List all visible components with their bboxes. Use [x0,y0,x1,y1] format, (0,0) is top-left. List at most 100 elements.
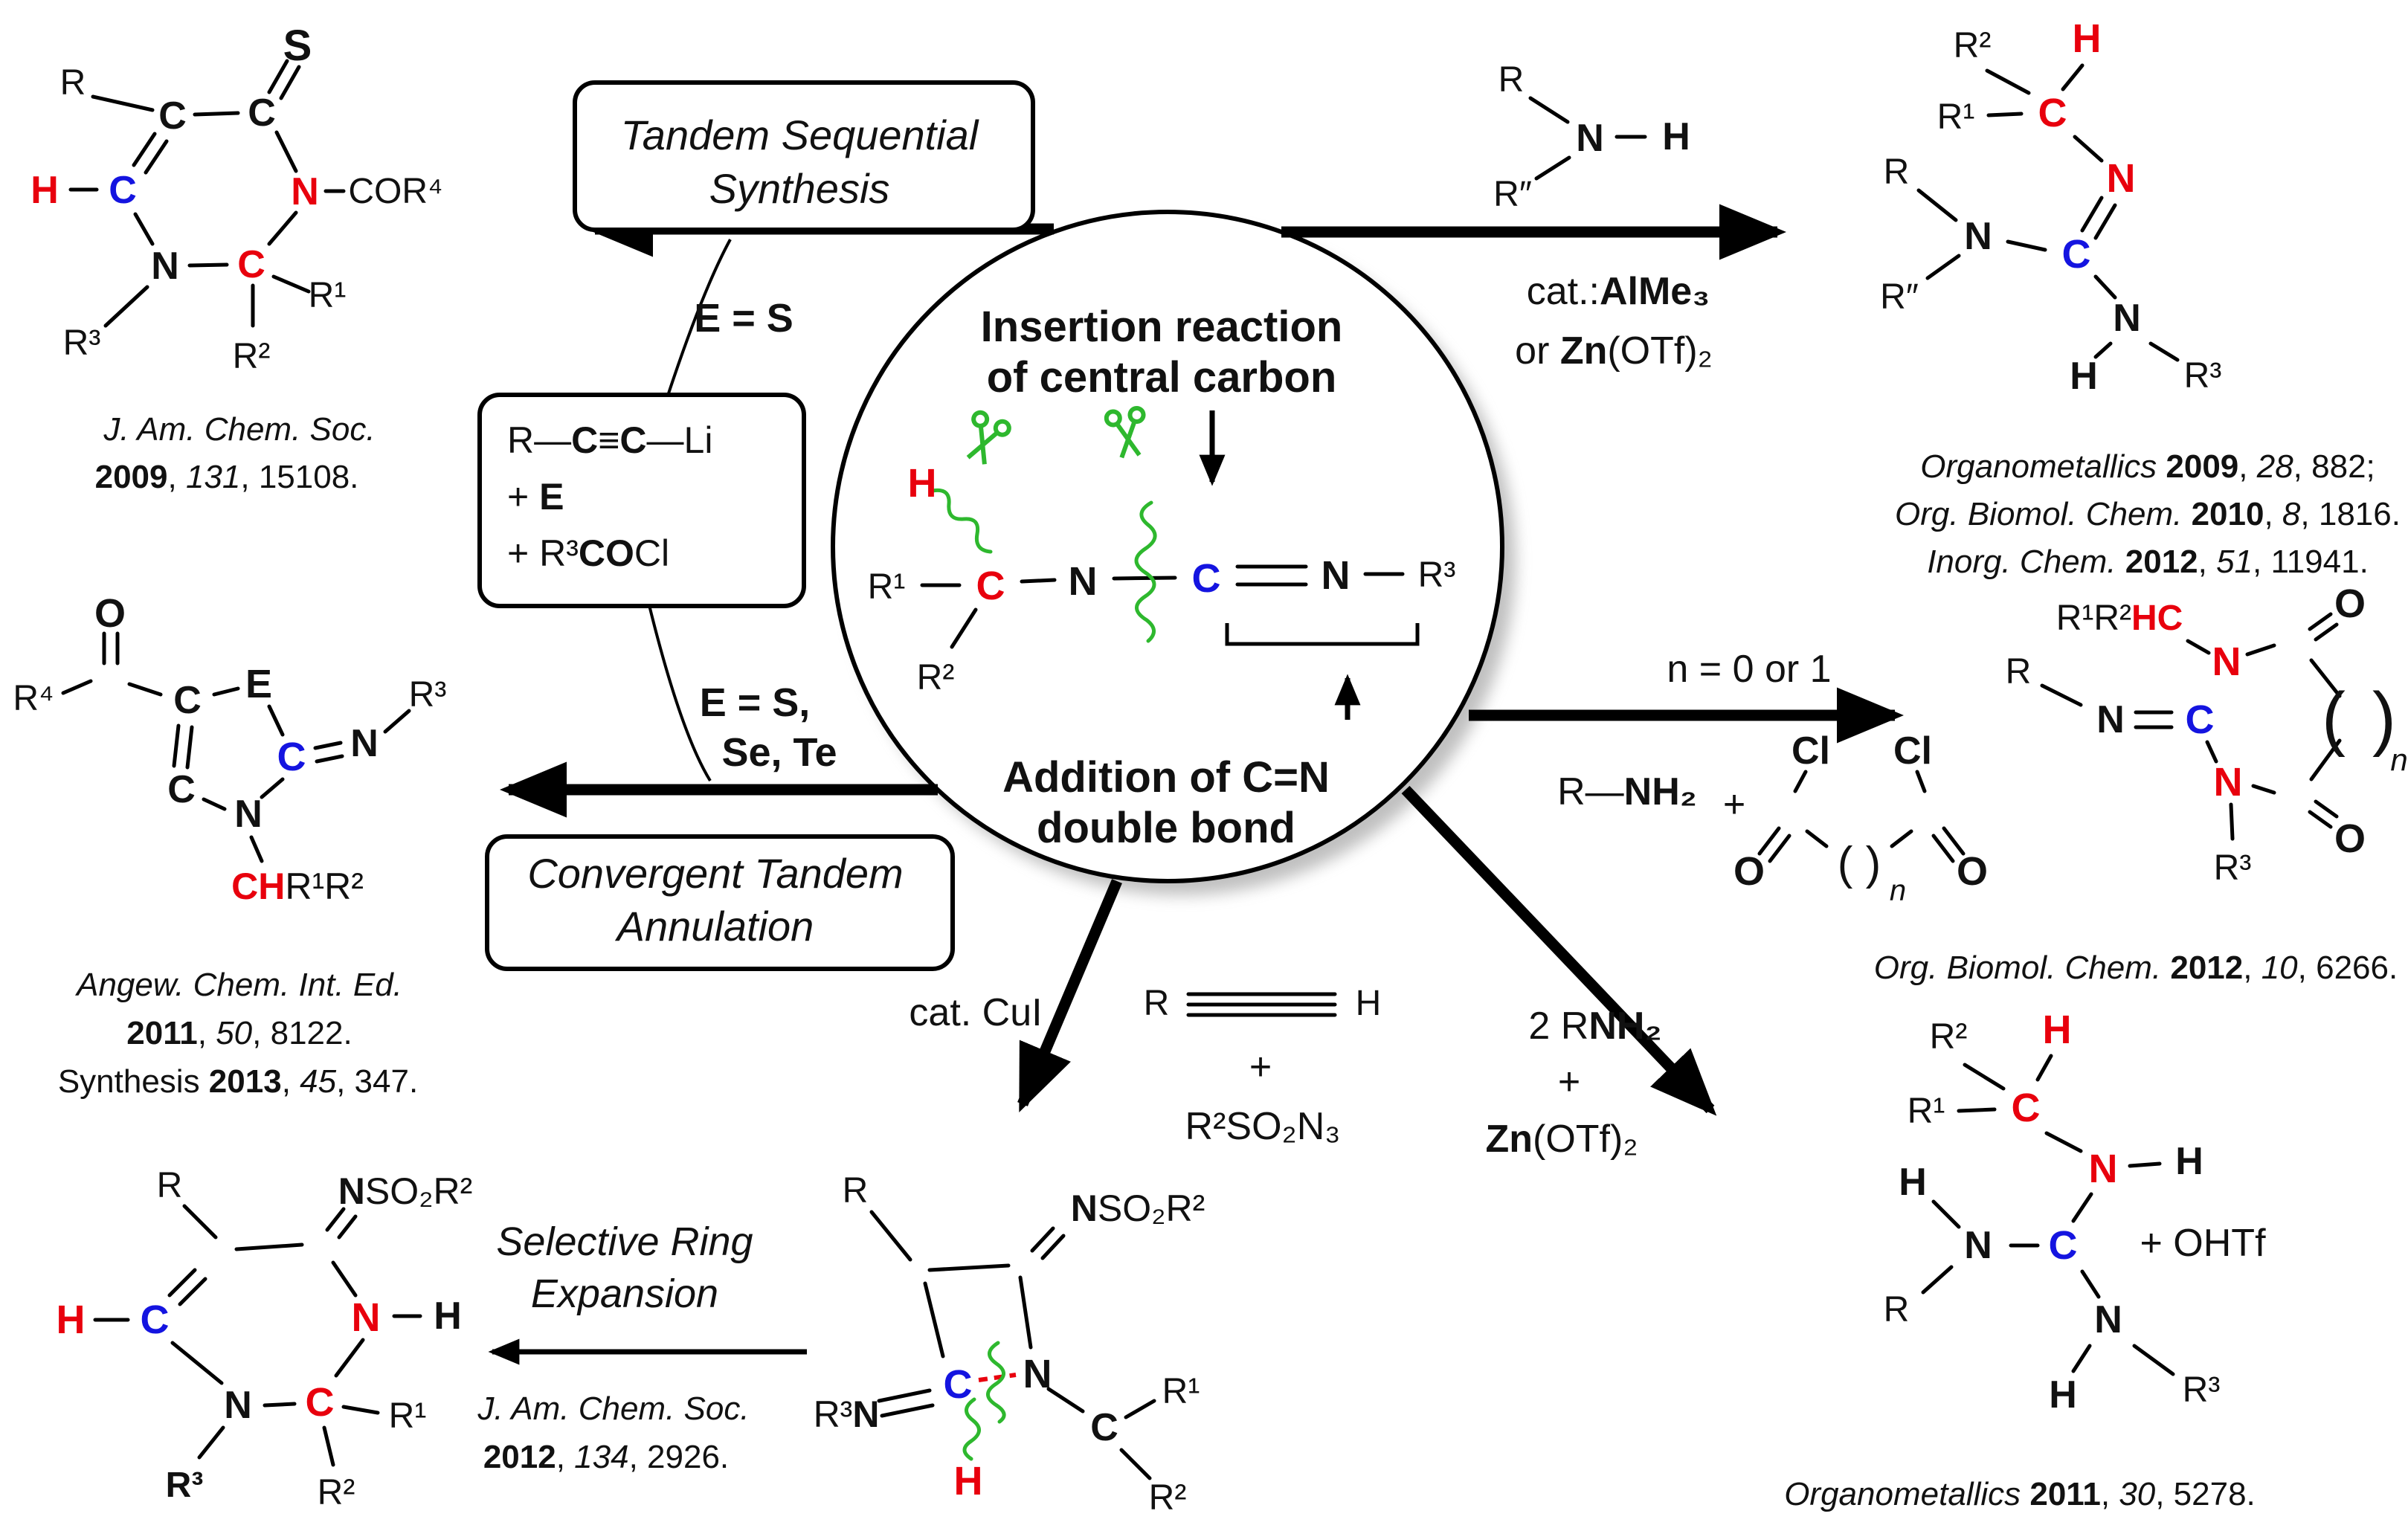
i-n-top: N [2212,639,2241,684]
e-r2: R² [1148,1478,1187,1518]
a-c-blue: C [109,169,137,212]
h-plus: + [1722,783,1746,826]
j-n-left: N [1964,1224,1992,1267]
cat-znotf2: or Zn(OTf)₂ [1515,329,1713,373]
j-h4: H [2049,1373,2077,1416]
c-e: E [245,662,273,706]
j-h3: H [1899,1161,1927,1204]
amine-rpp: R″ [1493,175,1532,214]
central-h: H [907,461,937,506]
r2so2n3: R²SO₂N₃ [1185,1105,1341,1148]
i-o2: O [2334,816,2366,861]
tandem-box-line1: Tandem Sequential [620,112,979,158]
central-n2: N [1321,553,1351,598]
central-c-blue: C [1191,556,1221,601]
n-0-or-1: n = 0 or 1 [1667,648,1832,691]
i-paren-l: ( [2322,678,2346,758]
a-n-red: N [291,170,319,213]
g-c-blue: C [2061,232,2091,277]
j-h1: H [2042,1008,2072,1052]
sre-ref-line2: 2012, 134, 2926. [483,1439,730,1475]
e-c-blue: C [943,1362,973,1407]
j-znotf2: Zn(OTf)₂ [1485,1118,1638,1161]
i-n-bottom: N [2213,760,2243,805]
j-ohtf: + OHTf [2140,1222,2266,1265]
i-o1: O [2334,581,2366,626]
circle-caption-line1: Addition of C=N [1002,753,1330,802]
d-r1: R¹ [388,1396,427,1436]
g-ref-line1: Organometallics 2009, 28, 882; [1920,448,2375,485]
a-cor4: COR⁴ [348,172,443,211]
j-n-red: N [2088,1147,2118,1191]
g-ref-line2: Org. Biomol. Chem. 2010, 8, 1816. [1895,496,2401,532]
c-n-exo: N [350,722,379,765]
g-r2: R² [1953,26,1992,65]
d-r: R [156,1166,183,1205]
arrow-to-azetidine [1017,879,1122,1113]
sel-ring-line1: Selective Ring [496,1219,753,1264]
d-nso2r2: NSO₂R² [338,1170,473,1212]
i-r: R [2005,652,2032,692]
structure-e-bonds [869,1210,1156,1480]
structure-g-bonds [1916,63,2180,362]
convergent-tandem-annulation-box [485,834,955,971]
g-n-red: N [2106,156,2136,201]
c-chr1r2: CHR¹R² [231,866,364,907]
j-r1: R¹ [1907,1092,1945,1131]
h-rnh2: R—NH₂ [1557,770,1697,813]
convergent-box-line1: Convergent Tandem [527,850,904,897]
h-o1: O [1733,849,1765,894]
a-s: S [283,22,312,70]
d-n2: N [224,1384,252,1427]
amine-bonds [1528,96,1647,181]
j-plus: + [1557,1060,1581,1103]
a-ref-line1: J. Am. Chem. Soc. [103,411,376,448]
tandem-sequential-synthesis-box [573,80,1035,232]
c-ref-line2: 2011, 50, 8122. [126,1015,352,1051]
c-c1: C [173,679,202,722]
a-h: H [30,169,59,212]
d-n-red: N [351,1295,381,1340]
d-c2: C [305,1380,335,1425]
arrow-to-guanidinium [1401,785,1717,1116]
central-r1: R¹ [867,567,906,607]
i-paren-r: ) [2372,678,2396,758]
g-r: R [1883,152,1910,192]
structure-c-bonds [61,631,411,863]
amine-n: N [1576,117,1604,160]
i-r3: R³ [2213,848,2252,888]
a-c2: C [248,91,276,135]
h-paren: ( ) [1837,838,1881,889]
squiggle-new-ch-bond [962,1397,981,1461]
sel-ring-line2: Expansion [530,1271,719,1316]
d-c-blue: C [140,1298,170,1342]
i-chain: R¹R²HC [2056,599,2183,638]
c-o: O [94,591,126,636]
alkyne-bonds [1186,992,1337,1017]
alkyne-r: R [1143,984,1170,1023]
c-r3: R³ [408,675,447,715]
c-c3: C [167,768,196,811]
h-cl1: Cl [1791,729,1830,773]
alkyne-plus: + [1249,1045,1272,1089]
a-r3: R³ [62,323,101,363]
g-r1: R¹ [1937,97,1975,137]
a-ref-line2: 2009, 131, 15108. [94,459,359,495]
j-r: R [1883,1290,1910,1329]
e-nso2r2: NSO₂R² [1070,1187,1205,1229]
a-r1: R¹ [308,276,347,315]
a-r: R [59,63,86,103]
central-n1: N [1068,559,1098,604]
e-h: H [953,1459,983,1503]
h-cl2: Cl [1893,729,1932,773]
breaking-bond-dashed [978,1373,1017,1382]
sre-ref-line1: J. Am. Chem. Soc. [477,1390,750,1427]
diacid-chloride-bonds [1757,770,1966,863]
reagent-line2: + E [507,476,564,518]
c-n-ring: N [234,793,263,836]
curve-to-top-arrow [666,239,732,396]
a-c1: C [158,94,187,138]
circle-title-line2: of central carbon [986,353,1337,402]
d-h: H [56,1298,86,1342]
cat-alme3: cat.:AlMe₃ [1526,270,1710,313]
